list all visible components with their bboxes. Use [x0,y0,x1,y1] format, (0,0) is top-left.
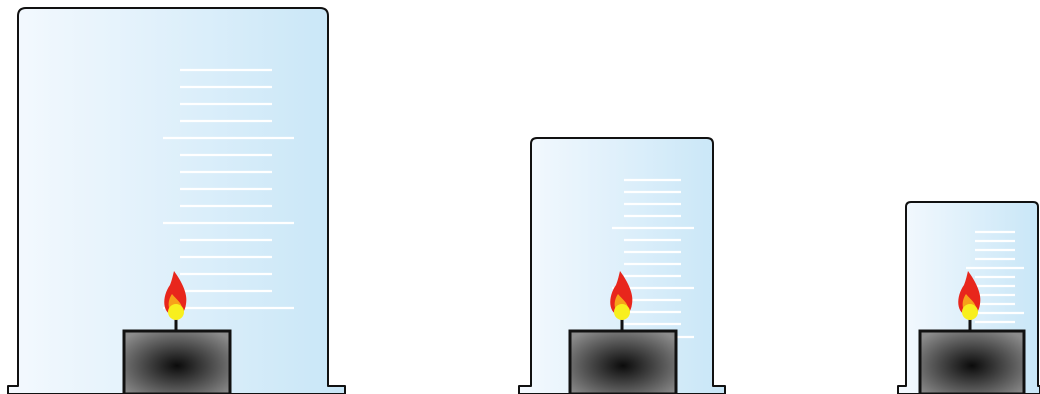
medium-jar-candle [568,271,678,394]
candle-body [918,329,1026,394]
medium-jar-setup [518,137,726,394]
flame-icon [610,271,633,320]
small-jar-setup [897,201,1040,394]
candle-body [122,329,232,394]
small-jar-candle [918,271,1026,394]
flame-icon [958,271,981,320]
flame-icon [164,271,187,320]
large-jar-scale-marks [163,68,294,310]
large-jar-setup [7,7,346,394]
candle-body [568,329,678,394]
large-jar-candle [122,271,232,394]
